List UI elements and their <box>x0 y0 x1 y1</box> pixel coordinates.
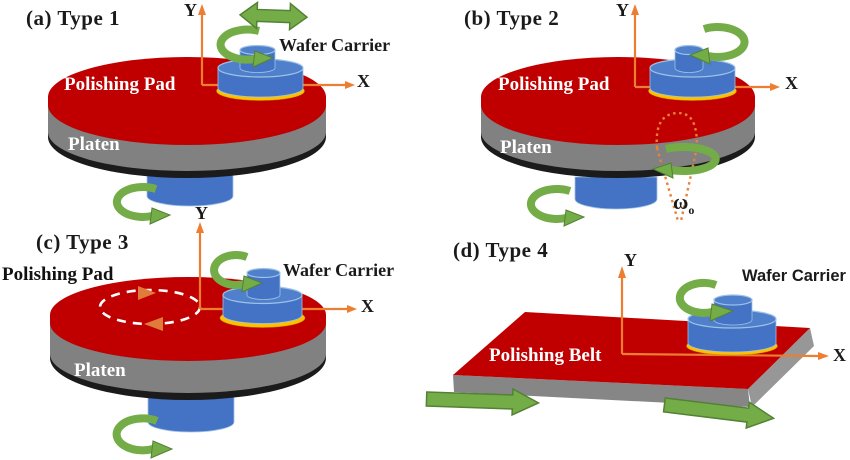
panel-d-title: (d) Type 4 <box>453 238 549 262</box>
y-axis-label-b: Y <box>616 0 629 20</box>
omega-oscillation-label: ωo <box>673 190 695 218</box>
y-axis-arrowhead <box>618 266 626 278</box>
carrier-rotation-arrowhead-icon <box>688 47 711 65</box>
y-axis-arrowhead <box>198 4 206 15</box>
belt-motion-arrow-left-icon <box>425 387 541 417</box>
belt-label-d: Polishing Belt <box>489 345 602 366</box>
shaft-rotation-arrow-icon <box>112 182 158 221</box>
pad-label-a: Polishing Pad <box>64 74 176 95</box>
belt-motion-arrow-right-icon <box>662 397 776 430</box>
y-axis-arrowhead <box>631 4 639 15</box>
wafer-carrier-spindle-top <box>246 267 281 279</box>
platen-label-b: Platen <box>500 137 552 158</box>
platen-label-c: Platen <box>74 360 126 381</box>
x-axis-label-b: X <box>785 73 798 93</box>
carrier-rotation-arrowhead-icon <box>241 275 264 293</box>
panel-d-machine <box>425 266 829 430</box>
orbital-cone-dome-dashed <box>655 111 699 149</box>
x-axis-arrowhead <box>818 352 829 360</box>
panel-c-machine <box>50 222 357 459</box>
wafer-carrier-spindle <box>713 299 753 326</box>
y-axis-label-a: Y <box>184 0 197 20</box>
oscillation-double-arrow-icon <box>238 0 309 32</box>
panel-b-title: (b) Type 2 <box>464 6 560 30</box>
omega-symbol: ω <box>673 190 689 214</box>
carrier-rotation-arrowhead-icon <box>709 303 735 322</box>
platen-label-a: Platen <box>68 134 120 155</box>
panel-a-machine <box>48 0 355 225</box>
x-axis-label-a: X <box>357 71 370 91</box>
carrier-rotation-arrow-icon <box>216 25 261 64</box>
shaft-rotation-arrowhead-icon <box>150 440 174 459</box>
x-axis-arrowhead <box>347 305 357 313</box>
orbit-direction-arrow-bottom-icon <box>144 317 163 331</box>
pad-label-b: Polishing Pad <box>498 74 610 95</box>
x-axis-arrowhead <box>345 81 355 89</box>
belt-right-face <box>748 328 814 407</box>
cone-rotation-arrowhead-icon <box>651 162 674 179</box>
cone-rotation-arrow-icon <box>665 142 720 175</box>
x-axis-label-c: X <box>361 296 374 316</box>
x-axis-arrowhead <box>770 83 780 91</box>
shaft-rotation-arrowhead-icon <box>149 207 172 225</box>
panel-a-title: (a) Type 1 <box>26 6 121 30</box>
orbital-cone-right-dashed <box>679 146 699 222</box>
shaft-rotation-arrow-icon <box>112 414 159 455</box>
platen-drive-shaft <box>574 176 658 210</box>
wafer-carrier-label-a: Wafer Carrier <box>279 35 391 55</box>
platen-drive-shaft <box>146 171 234 207</box>
carrier-rotation-arrow-icon <box>675 278 718 317</box>
panel-b-machine <box>481 4 780 227</box>
wafer-carrier-spindle-top <box>713 294 753 306</box>
platen-drive-shaft <box>147 394 235 433</box>
wafer-carrier-label-d: Wafer Carrier <box>742 267 846 285</box>
wafer-carrier-spindle <box>246 272 281 300</box>
carrier-rotation-arrow-icon <box>210 251 249 290</box>
panel-c-title: (c) Type 3 <box>36 230 129 254</box>
y-axis-arrowhead <box>196 222 204 233</box>
orbit-direction-arrow-top-icon <box>138 286 156 300</box>
omega-subscript: o <box>688 203 695 218</box>
y-axis-label-d: Y <box>624 250 637 270</box>
shaft-rotation-arrowhead-icon <box>563 209 586 227</box>
x-axis-label-d: X <box>833 345 846 365</box>
carrier-rotation-arrowhead-icon <box>252 50 275 68</box>
carrier-rotation-arrow-icon <box>702 22 749 61</box>
wafer-carrier-label-c: Wafer Carrier <box>283 260 395 280</box>
x-axis-line <box>621 352 819 358</box>
orbital-cone-left-dashed <box>655 147 680 222</box>
pad-label-c: Polishing Pad <box>2 264 114 285</box>
y-axis-label-c: Y <box>195 203 208 223</box>
shaft-rotation-arrow-icon <box>526 184 572 223</box>
